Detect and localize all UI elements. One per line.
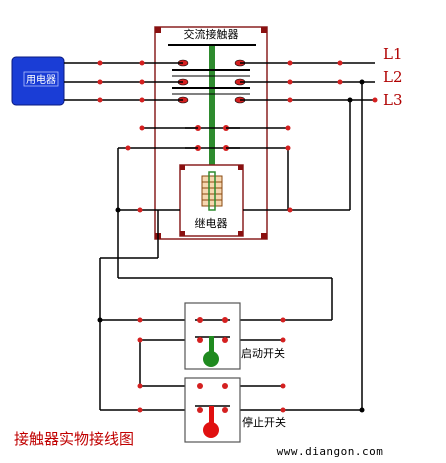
line-label-l3: L3: [383, 91, 403, 109]
black-junctions: [97, 79, 365, 413]
watermark: www.diangon.com: [277, 445, 384, 458]
contactor-label: 交流接触器: [184, 27, 239, 41]
relay-coil: [201, 171, 223, 211]
line-label-l2: L2: [383, 68, 403, 86]
armature-rod: [209, 46, 215, 174]
line-label-l1: L1: [383, 45, 403, 63]
relay: 继电器: [179, 164, 244, 237]
relay-label: 继电器: [195, 217, 228, 230]
load-label: 用电器: [26, 73, 56, 86]
control-wires: [99, 82, 363, 411]
diagram-caption: 接触器实物接线图: [14, 430, 134, 448]
phase-terminals: [97, 60, 378, 103]
start-switch: 启动开关: [184, 302, 285, 370]
start-button: [203, 351, 219, 367]
phase-wires: [64, 62, 375, 101]
load: 用电器: [11, 56, 65, 106]
start-switch-label: 启动开关: [241, 346, 285, 360]
stop-switch-label: 停止开关: [242, 415, 286, 429]
stop-switch: 停止开关: [184, 377, 286, 443]
junction-terminals: [125, 125, 293, 413]
stop-button: [203, 422, 219, 438]
